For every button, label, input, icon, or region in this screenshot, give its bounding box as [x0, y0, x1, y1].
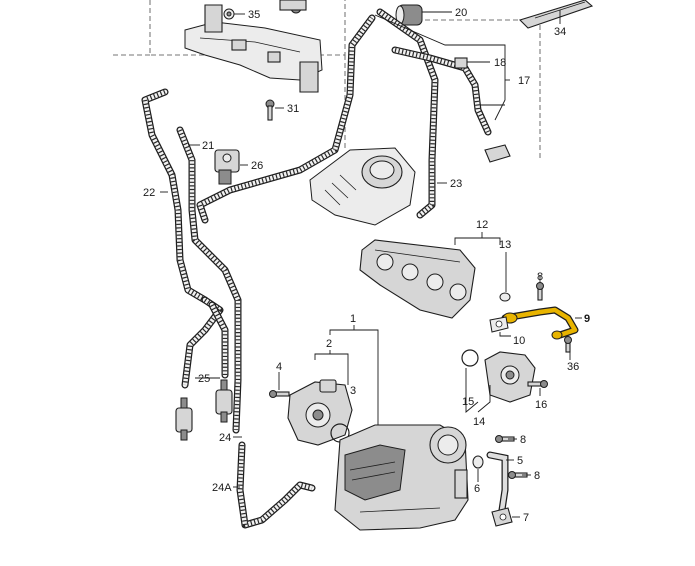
- intake-manifold-12: [359, 239, 476, 319]
- callout-12: 12: [476, 219, 488, 231]
- bracket-assembly: [184, 0, 323, 93]
- callout-14: 14: [473, 416, 485, 428]
- callout-21: 21: [202, 140, 214, 152]
- callout-8c: 8: [534, 470, 540, 482]
- hose-21: [176, 126, 242, 434]
- bolt-31: [265, 99, 275, 121]
- callout-26: 26: [251, 160, 263, 172]
- callout-2: 2: [326, 338, 332, 350]
- pipe-5: [486, 451, 513, 527]
- bolt-4: [269, 390, 290, 398]
- callout-labels: 35 20 34 18 17 31 21 26 22 23 12 13 8 9 …: [143, 7, 590, 524]
- callout-22: 22: [143, 187, 155, 199]
- hose-22: [141, 88, 209, 304]
- rail-34: [518, 0, 594, 29]
- hose-upper: [196, 14, 376, 224]
- valve-26: [214, 149, 240, 185]
- callout-20: 20: [455, 7, 467, 19]
- callout-8b: 8: [520, 434, 526, 446]
- callout-24: 24: [219, 432, 231, 444]
- connector-18: [454, 57, 468, 69]
- seal-13: [499, 292, 511, 302]
- callout-6: 6: [474, 483, 480, 495]
- seal-15: [461, 349, 479, 367]
- valve-14: [484, 351, 536, 403]
- callout-10: 10: [513, 335, 525, 347]
- engine-cover: [309, 147, 416, 226]
- callout-3: 3: [350, 385, 356, 397]
- callout-36: 36: [567, 361, 579, 373]
- bolt-36: [564, 336, 572, 353]
- hose-23: [376, 8, 439, 219]
- bolt-8-upper: [536, 282, 544, 301]
- leader-lines: [160, 10, 582, 518]
- callout-35: 35: [248, 9, 260, 21]
- bolt-8-lower-b: [508, 471, 528, 479]
- seal-10: [489, 316, 509, 333]
- callout-7: 7: [523, 512, 529, 524]
- callout-16: 16: [535, 399, 547, 411]
- callout-18: 18: [494, 57, 506, 69]
- callout-34: 34: [554, 26, 566, 38]
- bolt-16: [527, 380, 548, 388]
- callout-4: 4: [276, 361, 282, 373]
- callout-15: 15: [462, 396, 474, 408]
- bolt-8-lower-a: [495, 435, 515, 443]
- housing-1: [334, 424, 469, 531]
- filter-25-left: [175, 397, 193, 441]
- control-unit-3: [287, 379, 353, 446]
- nut-35: [223, 8, 235, 20]
- callout-13: 13: [499, 239, 511, 251]
- callout-5: 5: [517, 455, 523, 467]
- hose-branch: [181, 296, 229, 389]
- callout-24a: 24A: [212, 482, 232, 494]
- callout-9: 9: [584, 313, 590, 325]
- filter-25-right: [215, 379, 233, 423]
- connector-17-end: [484, 144, 511, 163]
- callout-17: 17: [518, 75, 530, 87]
- line-17: [391, 46, 492, 136]
- hose-24: [236, 441, 316, 529]
- callout-31: 31: [287, 103, 299, 115]
- seal-6: [472, 455, 484, 469]
- callout-23: 23: [450, 178, 462, 190]
- callout-1: 1: [350, 313, 356, 325]
- callout-8a: 8: [537, 271, 543, 283]
- callout-25: 25: [198, 373, 210, 385]
